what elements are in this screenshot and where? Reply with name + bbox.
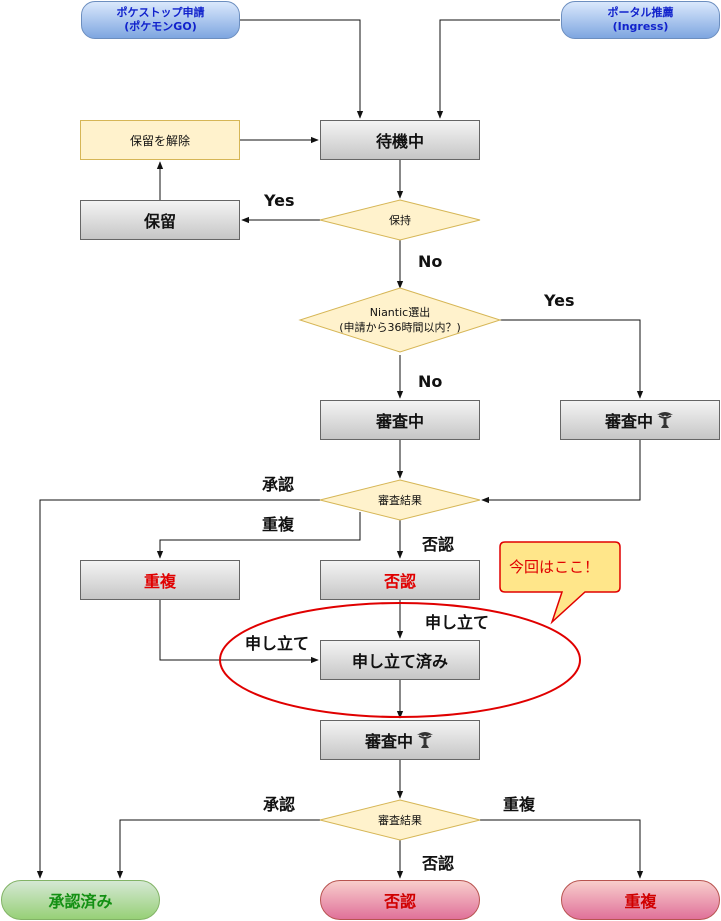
decision-result2-shape — [319, 799, 481, 841]
decision-niantic-line2: (申請から36時間以内？) — [339, 321, 461, 334]
node-final-rejected: 否認 — [320, 880, 480, 920]
start-pokestop-line1: ポケストップ申請 — [116, 6, 205, 19]
node-duplicate: 重複 — [80, 560, 240, 600]
node-reviewing: 審査中 — [320, 400, 480, 440]
highlight-ellipse — [219, 602, 581, 718]
node-reviewing-niantic: 審査中 — [560, 400, 720, 440]
edge-label-approve-2: 承認 — [263, 795, 296, 814]
start-portal: ポータル推薦 (Ingress) — [561, 1, 720, 39]
niantic-tree-icon — [417, 732, 433, 748]
edge-label-yes-niantic: Yes — [544, 291, 575, 310]
decision-niantic-label: Niantic選出 (申請から36時間以内？) — [300, 292, 500, 348]
edge-label-no-niantic: No — [418, 372, 443, 391]
decision-hold-label: 保持 — [389, 213, 411, 227]
edge-label-no-hold: No — [418, 252, 443, 271]
decision-niantic-shape — [298, 287, 502, 353]
edge-label-appeal-left: 申し立て — [245, 634, 310, 653]
node-final-approved: 承認済み — [1, 880, 160, 920]
decision-result2-label: 審査結果 — [378, 813, 422, 827]
edge-label-appeal-right: 申し立て — [425, 613, 490, 632]
edge-label-duplicate-1: 重複 — [262, 515, 295, 534]
node-rejected: 否認 — [320, 560, 480, 600]
decision-result1-shape — [319, 479, 481, 521]
edge-result1-approve — [36, 499, 320, 879]
edge-result2-duplicate — [480, 819, 644, 879]
edge-niantic-yes — [500, 319, 644, 399]
node-appealed: 申し立て済み — [320, 640, 480, 680]
decision-result1-label: 審査結果 — [378, 493, 422, 507]
node-release-hold: 保留を解除 — [80, 120, 240, 160]
start-pokestop: ポケストップ申請 (ポケモンGO) — [81, 1, 240, 39]
decision-hold-shape — [319, 199, 481, 241]
node-reviewing-niantic-label: 審査中 — [604, 412, 653, 431]
edge-result2-approve — [116, 819, 320, 879]
node-final-duplicate: 重複 — [561, 880, 720, 920]
callout-bubble — [499, 541, 621, 625]
node-waiting: 待機中 — [320, 120, 480, 160]
start-pokestop-line2: (ポケモンGO) — [124, 20, 197, 33]
decision-niantic-line1: Niantic選出 — [369, 306, 431, 319]
start-portal-line2: (Ingress) — [612, 20, 669, 33]
edge-label-reject-2: 否認 — [422, 854, 455, 873]
edge-portal-to-waiting — [436, 19, 560, 119]
node-reviewing-after-appeal-label: 審査中 — [364, 732, 413, 751]
edge-label-duplicate-2: 重複 — [503, 795, 536, 814]
start-portal-line1: ポータル推薦 — [607, 6, 674, 19]
edge-pokestop-to-waiting — [240, 19, 364, 119]
edge-label-reject-1: 否認 — [422, 535, 455, 554]
edge-reviewing-niantic-to-result1 — [481, 440, 641, 504]
node-hold: 保留 — [80, 200, 240, 240]
node-reviewing-after-appeal: 審査中 — [320, 720, 480, 760]
niantic-tree-icon — [657, 412, 673, 428]
edge-label-yes-hold: Yes — [264, 191, 295, 210]
edge-label-approve-1: 承認 — [262, 475, 295, 494]
callout-text: 今回はここ！ — [509, 558, 600, 576]
edge-duplicate-to-appealed — [159, 600, 319, 664]
edge-result1-duplicate — [156, 512, 361, 559]
